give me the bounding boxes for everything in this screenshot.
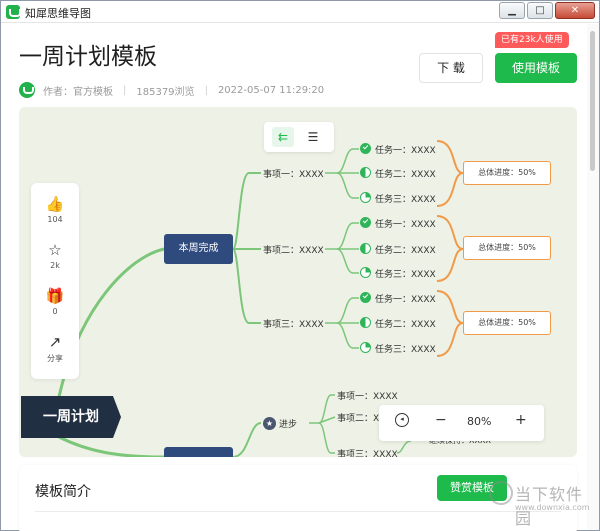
window-title: 知犀思维导图 — [25, 7, 91, 20]
progress-branch-label: 进步 — [279, 420, 298, 430]
task-complete-icon — [360, 217, 371, 228]
zoom-controls: ◂ − 80% + — [379, 405, 544, 441]
progress-item-node[interactable]: 事项一：XXXX — [337, 392, 398, 402]
divider: | — [204, 84, 208, 96]
locate-icon[interactable]: ◂ — [395, 413, 409, 427]
task-quarter-icon — [360, 192, 371, 203]
intro-title: 模板简介 — [35, 484, 91, 500]
task-complete-icon — [360, 292, 371, 303]
item-node[interactable]: 事项一：XXXX — [263, 170, 324, 180]
task-node[interactable]: 任务一：XXXX — [375, 295, 436, 305]
use-template-button[interactable]: 使用模板 — [495, 53, 577, 83]
task-node[interactable]: 任务二：XXXX — [375, 170, 436, 180]
watermark-logo-icon — [489, 481, 513, 505]
task-complete-icon — [360, 143, 371, 154]
outline-view-icon[interactable]: ☰ — [307, 130, 319, 144]
root-node[interactable]: 一周计划 — [21, 396, 121, 438]
maximize-button[interactable]: □ — [527, 2, 553, 19]
scrollbar-thumb[interactable] — [590, 31, 595, 171]
author-name: 作者：官方模板 — [43, 86, 113, 98]
title-bar: 知犀思维导图 ▁ □ ✕ — [1, 1, 599, 23]
task-quarter-icon — [360, 342, 371, 353]
task-half-icon — [360, 317, 371, 328]
gift-action[interactable]: 🎁 0 — [31, 287, 79, 316]
favorite-action[interactable]: ☆ 2k — [31, 241, 79, 270]
favorite-count: 2k — [50, 261, 60, 270]
mindmap-view-icon[interactable]: ⇇ — [272, 127, 294, 147]
zoom-in-button[interactable]: + — [515, 412, 527, 428]
share-action[interactable]: ↗ 分享 — [31, 333, 79, 364]
page-title: 一周计划模板 — [19, 44, 157, 70]
watermark-url: www.downxia.com — [515, 503, 590, 512]
progress-item-node[interactable]: 事项三：XXXX — [337, 450, 398, 457]
window-controls: ▁ □ ✕ — [499, 2, 595, 19]
view-count: 185379浏览 — [136, 86, 195, 98]
view-mode-toolbar: ⇇ ☰ — [264, 122, 334, 152]
branch-node-next[interactable] — [164, 447, 233, 457]
task-node[interactable]: 任务二：XXXX — [375, 246, 436, 256]
app-logo-icon — [6, 5, 21, 19]
download-button[interactable]: 下 载 — [419, 53, 483, 83]
progress-note[interactable]: 总体进度：50% — [463, 311, 551, 335]
task-node[interactable]: 任务一：XXXX — [375, 146, 436, 156]
task-node[interactable]: 任务三：XXXX — [375, 270, 436, 280]
gift-count: 0 — [52, 307, 58, 316]
task-node[interactable]: 任务三：XXXX — [375, 345, 436, 355]
mindmap-canvas[interactable]: ⇇ ☰ 👍 104 ☆ 2k 🎁 0 ↗ 分享 一周计划 本周完成 — [19, 107, 577, 457]
watermark-text: 当下软件园 — [515, 485, 584, 528]
users-count-badge: 已有23k人使用 — [495, 32, 569, 48]
task-half-icon — [360, 243, 371, 254]
publish-date: 2022-05-07 11:29:20 — [217, 84, 325, 96]
zoom-level: 80% — [467, 415, 492, 428]
progress-branch-node[interactable]: ★ 进步 — [263, 417, 297, 430]
progress-note[interactable]: 总体进度：50% — [463, 236, 551, 260]
item-node[interactable]: 事项二：XXXX — [263, 246, 324, 256]
star-badge-icon: ★ — [263, 417, 276, 430]
progress-note[interactable]: 总体进度：50% — [463, 161, 551, 185]
like-count: 104 — [47, 215, 63, 224]
share-icon: ↗ — [48, 333, 62, 351]
zoom-out-button[interactable]: − — [435, 412, 447, 428]
minimize-button[interactable]: ▁ — [499, 2, 525, 19]
task-node[interactable]: 任务二：XXXX — [375, 320, 436, 330]
thumbs-up-icon: 👍 — [45, 195, 65, 213]
task-node[interactable]: 任务一：XXXX — [375, 220, 436, 230]
branch-node-done[interactable]: 本周完成 — [164, 234, 233, 264]
divider: | — [123, 84, 127, 96]
action-sidebar: 👍 104 ☆ 2k 🎁 0 ↗ 分享 — [31, 183, 79, 379]
like-action[interactable]: 👍 104 — [31, 195, 79, 224]
template-meta: 作者：官方模板 | 185379浏览 | 2022-05-07 11:29:20 — [19, 81, 324, 99]
gift-icon: 🎁 — [45, 287, 65, 305]
share-label: 分享 — [47, 354, 63, 363]
divider — [35, 511, 561, 512]
task-half-icon — [360, 167, 371, 178]
item-node[interactable]: 事项三：XXXX — [263, 320, 324, 330]
progress-item-node[interactable]: 事项二：XX — [337, 414, 386, 424]
watermark: 当下软件园 www.downxia.com — [485, 475, 590, 528]
star-icon: ☆ — [48, 241, 62, 259]
template-intro-card: 模板简介 赞赏模板 — [19, 465, 577, 531]
task-quarter-icon — [360, 267, 371, 278]
task-node[interactable]: 任务三：XXXX — [375, 195, 436, 205]
author-avatar — [19, 82, 35, 98]
close-button[interactable]: ✕ — [555, 2, 595, 19]
